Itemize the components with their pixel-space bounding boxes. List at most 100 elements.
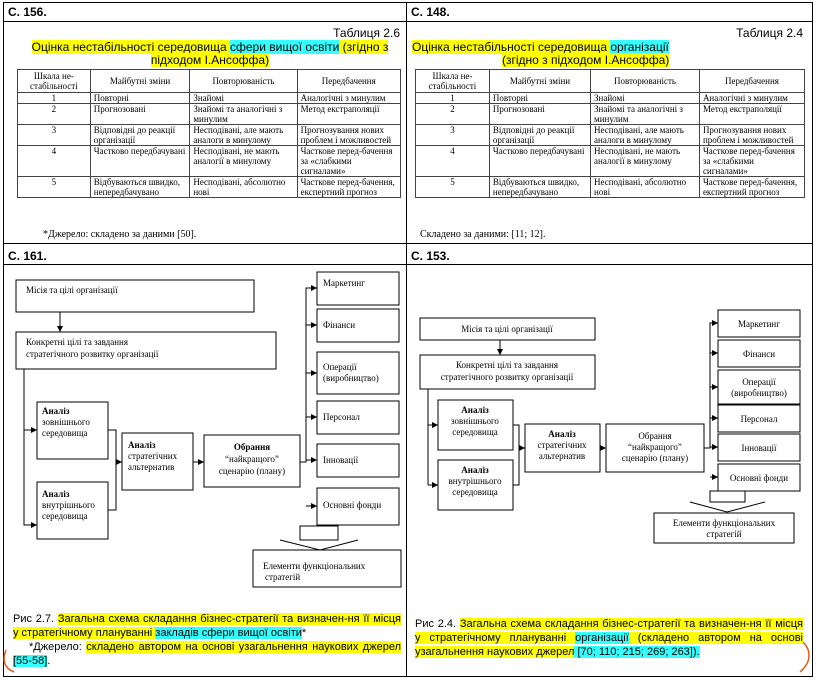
external-text: Аналіз	[461, 405, 489, 415]
table-cell: 3	[17, 124, 91, 146]
func-text: (виробництво)	[323, 373, 379, 383]
table-cell: Часткове перед-бачення за «слабкими сигн…	[698, 145, 806, 177]
alternatives-text: альтернатив	[539, 451, 585, 461]
func-text: Маркетинг	[323, 278, 365, 288]
row-divider	[3, 21, 813, 22]
elements-text: стратегій	[265, 572, 300, 582]
elements-text: Елементи функціональних	[263, 561, 366, 571]
func-text: Операції	[323, 362, 357, 372]
internal-text: середовища	[42, 511, 88, 521]
table-header-cell: Шкала не-стабільності	[17, 69, 91, 93]
internal-text: середовища	[452, 487, 498, 497]
table-cell: 5	[415, 176, 490, 198]
func-text: Фінанси	[743, 349, 775, 359]
table-header-cell: Передбачення	[296, 69, 402, 93]
table-cell: Відбуваються швидко, непередбачувано	[488, 176, 592, 198]
table-cell: Відповідні до реакції організації	[488, 124, 592, 146]
func-marketing	[316, 271, 400, 306]
func-elements-box	[653, 512, 795, 544]
table-cell: Несподівані, абсолютно нові	[189, 176, 298, 198]
table-cell: 4	[415, 145, 490, 177]
func-operations	[717, 369, 801, 405]
alternatives-text: стратегічних	[537, 440, 587, 450]
caption-text: *Джерело:	[29, 641, 87, 653]
row-divider	[3, 243, 813, 244]
elements-text: Елементи функціональних	[673, 518, 776, 528]
external-text: зовнішнього	[451, 416, 499, 426]
selection-box	[203, 434, 301, 488]
selection-text: Обрання	[234, 442, 270, 452]
caption-highlight: [70; 110; 215; 269; 263]).	[574, 646, 700, 658]
alternatives-text: альтернатив	[128, 462, 174, 472]
mission-text: Місія та цілі організації	[26, 285, 118, 295]
alternatives-text: Аналіз	[128, 440, 156, 450]
mission-box	[15, 279, 255, 313]
caption-text: .	[47, 655, 51, 667]
page-frame	[3, 2, 813, 677]
func-text: (виробництво)	[731, 388, 787, 398]
goals-text: стратегічного розвитку організації	[26, 349, 159, 359]
selection-text: сценарію (плану)	[622, 453, 688, 463]
table-header-cell: Шкала не-стабільності	[415, 69, 490, 93]
selection-text: “найкращого”	[225, 454, 279, 464]
page-number: С. 148.	[411, 5, 450, 19]
func-text: Персонал	[741, 414, 778, 424]
internal-text: внутрішнього	[42, 500, 95, 510]
table-source: Складено за даними: [11; 12].	[420, 229, 546, 240]
row-divider	[3, 264, 813, 265]
title-highlight: сфери вищої освіти	[229, 40, 340, 54]
column-divider	[406, 2, 407, 677]
figure-caption: Рис 2.7. Загальна схема складання бізнес…	[13, 612, 401, 668]
table-cell: 5	[17, 176, 91, 198]
alternatives-text: стратегічних	[128, 451, 178, 461]
page-number: С. 153.	[411, 249, 450, 263]
caption-highlight: закладів сфери вищої освіти	[155, 627, 302, 639]
selection-text: “найкращого”	[628, 442, 682, 452]
goals-text: Конкретні цілі та завдання	[456, 360, 558, 370]
caption-highlight: [55-58]	[13, 655, 48, 667]
selection-text: Обрання	[638, 431, 671, 441]
table-cell: Часткове перед-бачення, експертний прогн…	[296, 176, 402, 198]
func-text: Основні фонди	[323, 500, 381, 510]
title-text: (згідно з підходом І.Ансоффа)	[502, 53, 670, 67]
func-text: Фінанси	[323, 320, 355, 330]
func-text: Персонал	[323, 412, 360, 422]
figure-caption: Рис 2.4. Загальна схема складання бізнес…	[415, 617, 803, 659]
external-text: середовища	[42, 428, 88, 438]
table-cell: Частково передбачувані	[488, 145, 592, 177]
external-text: зовнішнього	[42, 417, 90, 427]
table-cell: Частково передбачувані	[89, 145, 191, 177]
internal-text: внутрішнього	[449, 476, 502, 486]
mission-box	[419, 317, 596, 341]
func-text: Інновації	[323, 455, 359, 465]
table-cell: Несподівані, абсолютно нові	[590, 176, 700, 198]
table-source: *Джерело: складено за даними [50].	[43, 229, 197, 240]
caption-highlight: складено автором на основі узагальнення …	[86, 641, 401, 653]
internal-text: Аналіз	[461, 465, 489, 475]
func-text: Інновації	[741, 443, 777, 453]
table-cell: Прогнозовані	[488, 103, 592, 125]
table-caption: Таблиця 2.6	[333, 26, 400, 40]
external-text: Аналіз	[42, 406, 70, 416]
title-highlight: організації	[610, 40, 669, 54]
table-cell: 4	[17, 145, 91, 177]
page-number: С. 156.	[8, 5, 47, 19]
table-cell: Часткове перед-бачення за «слабкими сигн…	[296, 145, 402, 177]
func-text: Операції	[742, 377, 776, 387]
table-title: Оцінка нестабільності середовища організ…	[412, 40, 682, 67]
caption-highlight: організації	[575, 632, 629, 644]
selection-text: сценарію (плану)	[219, 466, 285, 476]
table-caption: Таблиця 2.4	[736, 26, 803, 40]
alternatives-text: Аналіз	[548, 429, 576, 439]
